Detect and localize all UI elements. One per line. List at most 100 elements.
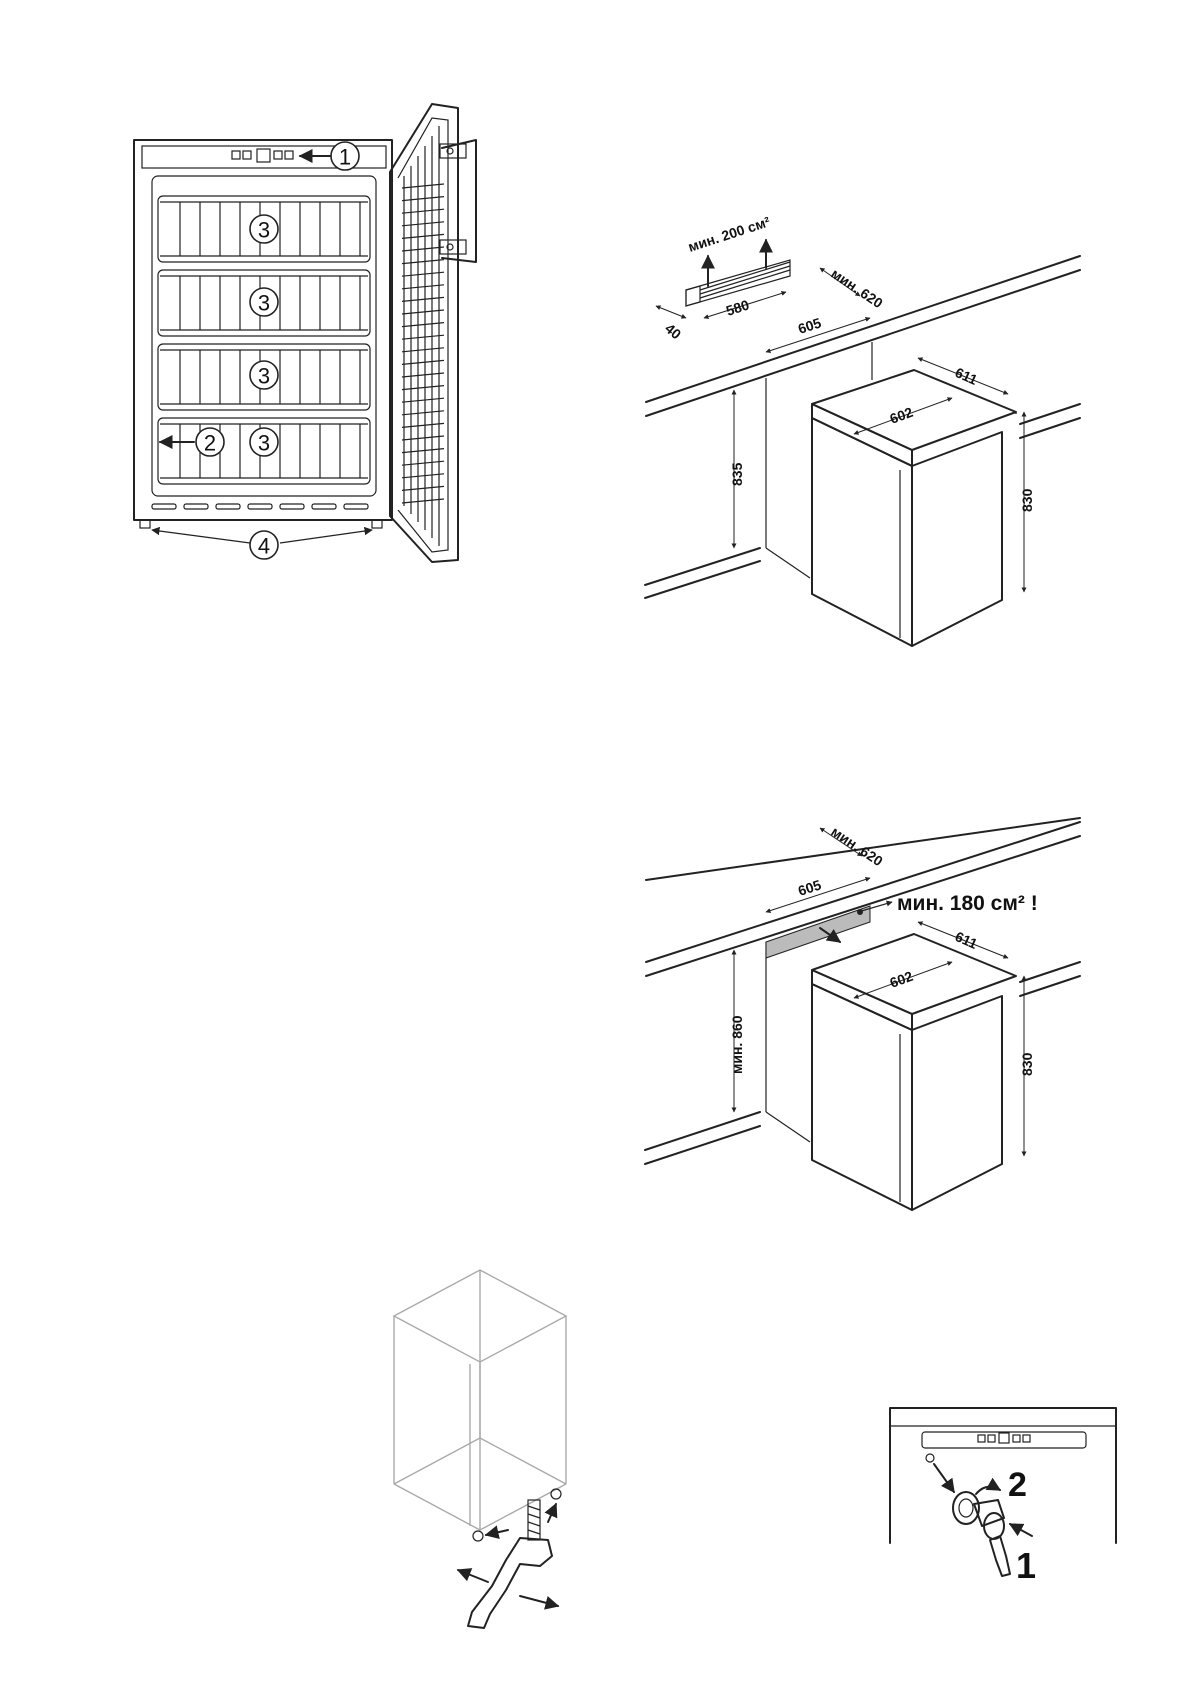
callout-3-drawer-2: 3 xyxy=(249,287,279,317)
door-rib xyxy=(401,196,445,202)
dim-niche-width-line xyxy=(765,877,871,913)
callout-3-drawer-4: 3 xyxy=(249,427,279,457)
door-rib xyxy=(401,334,445,340)
dim-vent-width: 580 xyxy=(724,296,751,319)
countertop-front-edge xyxy=(645,255,1081,403)
svg-text:1: 1 xyxy=(339,145,351,170)
figure-lock: 2 1 xyxy=(889,1407,1117,1586)
appliance-top-corner xyxy=(889,1407,1117,1544)
door-rib xyxy=(401,410,445,416)
dim-niche-height: мин. 860 xyxy=(729,1015,745,1074)
vent-slot xyxy=(311,503,337,510)
figure-install-undercounter: мин. 180 см² ! мин. 620 605 611 602 мин.… xyxy=(644,817,1081,1211)
freezer-cabinet xyxy=(133,139,393,521)
dim-depth: 611 xyxy=(953,928,980,952)
door-inner-edge xyxy=(397,117,449,553)
callout-3-drawer-1: 3 xyxy=(249,214,279,244)
floor-line-left xyxy=(644,1111,761,1151)
vent-slot xyxy=(279,503,305,510)
callout-4-arrow-left xyxy=(151,526,251,544)
dim-niche-width: 605 xyxy=(796,876,823,899)
foot-front-left xyxy=(472,1530,484,1542)
foot-right xyxy=(371,519,383,529)
dim-niche-width-line xyxy=(765,317,871,353)
dim-height: 830 xyxy=(1019,1052,1035,1076)
open-door xyxy=(389,103,459,563)
callout-4-arrow-right xyxy=(279,526,373,544)
svg-text:3: 3 xyxy=(258,431,270,456)
foot-left xyxy=(139,519,151,529)
floor-line-left-2 xyxy=(644,560,761,599)
vent-area-label: мин. 200 см² xyxy=(686,213,772,255)
svg-text:3: 3 xyxy=(258,364,270,389)
foot-arrow-right xyxy=(544,1502,558,1523)
door-rib xyxy=(401,296,445,302)
bottom-vent-grille xyxy=(151,503,369,510)
door-rib xyxy=(401,183,445,189)
turn-arrow xyxy=(975,1477,1002,1495)
dim-width: 602 xyxy=(888,968,916,991)
figure-freezer-open: 1 3 3 3 3 2 4 xyxy=(133,103,477,563)
door-rib xyxy=(401,271,445,277)
svg-text:3: 3 xyxy=(258,291,270,316)
lock-arrow xyxy=(933,1463,955,1494)
floor-line-right-2 xyxy=(1019,417,1081,439)
inner-chamber xyxy=(151,175,377,497)
door-shelf-ribs xyxy=(401,126,445,546)
dim-width: 602 xyxy=(888,404,916,427)
dim-min-depth-line xyxy=(819,267,861,297)
vent-slot xyxy=(247,503,273,510)
floor-line-left-2 xyxy=(644,1125,761,1165)
door-rib xyxy=(401,372,445,378)
niche-floor xyxy=(765,547,811,579)
airflow-arrow xyxy=(819,927,842,943)
floor-line-right xyxy=(1019,403,1081,425)
dim-depth-line xyxy=(917,921,1009,959)
floor-line-left xyxy=(644,547,761,586)
callout-4: 4 xyxy=(249,530,279,560)
door-rib xyxy=(401,322,445,328)
figure-leveling-feet xyxy=(392,1269,568,1629)
door-rib xyxy=(401,208,445,214)
dim-niche-width: 605 xyxy=(796,314,823,337)
appliance-side xyxy=(911,431,1003,647)
control-buttons xyxy=(231,148,294,163)
vent-slot xyxy=(215,503,241,510)
dim-depth: 611 xyxy=(953,364,980,388)
door-rib xyxy=(401,397,445,403)
dim-depth-line xyxy=(917,357,1009,395)
door-rib xyxy=(401,385,445,391)
door-rib xyxy=(401,485,445,491)
dim-height: 830 xyxy=(1019,488,1035,512)
door-rib xyxy=(401,422,445,428)
door-rib xyxy=(401,221,445,227)
floor-line-right-2 xyxy=(1019,975,1081,997)
appliance-front xyxy=(811,417,913,647)
insert-arrow xyxy=(1008,1523,1033,1537)
control-panel xyxy=(141,145,387,169)
callout-2: 2 xyxy=(195,427,225,457)
dim-vent-width-line xyxy=(703,290,787,320)
drawer-ribs xyxy=(160,201,368,479)
svg-text:3: 3 xyxy=(258,218,270,243)
foot-arrow-left xyxy=(484,1525,509,1540)
door-rib xyxy=(401,435,445,441)
key-head xyxy=(973,1499,1005,1527)
door-rib xyxy=(401,359,445,365)
rotate-arrow-right xyxy=(519,1595,560,1610)
dim-width-line xyxy=(853,397,953,435)
vent-gap-strip xyxy=(765,905,871,959)
dim-min-depth: мин. 620 xyxy=(828,265,886,311)
door-rib xyxy=(401,246,445,252)
callout-1: 1 xyxy=(330,141,360,171)
door-rib xyxy=(401,233,445,239)
callout-3-drawer-3: 3 xyxy=(249,360,279,390)
control-panel xyxy=(921,1431,1087,1449)
key-blade xyxy=(989,1535,1011,1577)
door-rib xyxy=(401,473,445,479)
lock-cylinder xyxy=(952,1491,980,1525)
dim-width-line xyxy=(853,961,953,999)
handle-bracket-top xyxy=(439,143,467,159)
drawers xyxy=(157,195,371,485)
floor-line-right xyxy=(1019,961,1081,983)
